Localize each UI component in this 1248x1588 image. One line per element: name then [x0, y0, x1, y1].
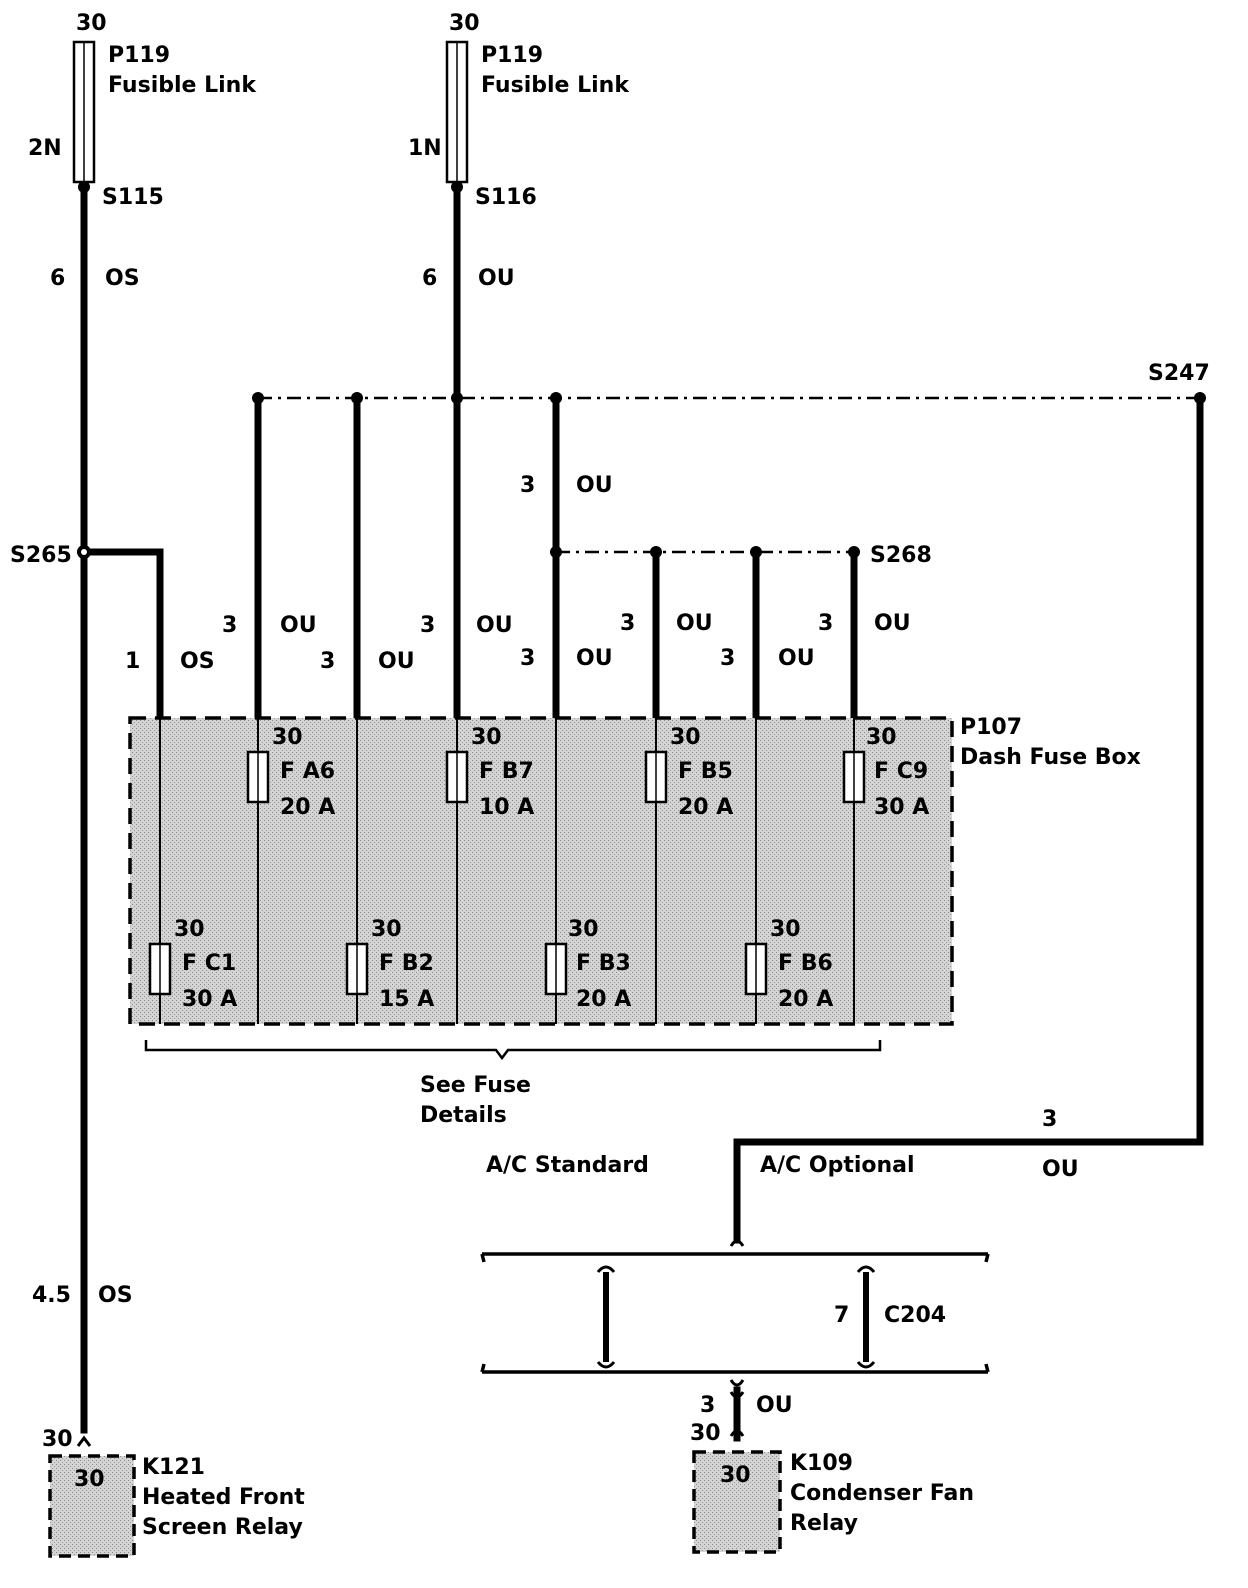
svg-text:F B2: F B2: [379, 951, 434, 976]
svg-text:30: 30: [670, 725, 701, 750]
svg-text:30: 30: [371, 917, 402, 942]
svg-text:F C9: F C9: [874, 759, 928, 784]
svg-text:30: 30: [471, 725, 502, 750]
svg-text:30: 30: [770, 917, 801, 942]
left-link-name: Fusible Link: [108, 73, 257, 98]
k121-voltage: 30: [42, 1427, 73, 1452]
splice-s115: S115: [102, 185, 164, 210]
k109-inner: 30: [720, 1463, 751, 1488]
wire-b6-colour: OU: [778, 646, 815, 671]
k121-wire-colour: OS: [98, 1283, 133, 1308]
k109-line1: Condenser Fan: [790, 1481, 974, 1506]
svg-text:30: 30: [568, 917, 599, 942]
svg-text:F B7: F B7: [479, 759, 534, 784]
wire-a6-colour: OU: [280, 613, 317, 638]
fuse-b6: 30 F B6 20 A: [770, 917, 833, 1012]
splice-s268: S268: [870, 543, 932, 568]
k109-wire-colour: OU: [756, 1393, 793, 1418]
splice-s265: S265: [10, 543, 72, 568]
right-wire-colour: OU: [478, 266, 515, 291]
fuse-b2: 30 F B2 15 A: [371, 917, 434, 1012]
left-link-rating: 2N: [28, 136, 62, 161]
svg-text:F B5: F B5: [678, 759, 733, 784]
see-fuse-line2: Details: [420, 1103, 507, 1128]
right-link-rating: 1N: [408, 136, 442, 161]
ac-wire-colour: OU: [1042, 1157, 1079, 1182]
connector-c204: [480, 1239, 990, 1387]
svg-text:30 A: 30 A: [182, 987, 237, 1012]
wire-s268-size: 3: [520, 473, 535, 498]
right-link-voltage: 30: [449, 11, 480, 36]
svg-text:20 A: 20 A: [576, 987, 631, 1012]
fuse-details-bracket: [144, 1040, 882, 1061]
fuse-b7: 30 F B7 10 A: [471, 725, 534, 820]
see-fuse-line1: See Fuse: [420, 1073, 531, 1098]
svg-text:20 A: 20 A: [778, 987, 833, 1012]
left-link-ref: P119: [108, 43, 170, 68]
splice-s247: S247: [1148, 361, 1210, 386]
relay-k109: [692, 1450, 782, 1554]
wire-b6-size: 3: [720, 646, 735, 671]
ac-standard-label: A/C Standard: [486, 1153, 649, 1178]
k109-line2: Relay: [790, 1511, 858, 1536]
wire-b5-colour: OU: [676, 611, 713, 636]
svg-text:F C1: F C1: [182, 951, 236, 976]
k121-wire-size: 4.5: [32, 1283, 71, 1308]
left-wire-colour: OS: [105, 266, 140, 291]
splice-s116: S116: [475, 185, 537, 210]
svg-text:10 A: 10 A: [479, 795, 534, 820]
connector-c204-pins: [603, 1272, 869, 1362]
wire-a6-size: 3: [222, 613, 237, 638]
right-link-name: Fusible Link: [481, 73, 630, 98]
k109-voltage: 30: [690, 1421, 721, 1446]
fuse-a6: 30 F A6 20 A: [272, 725, 335, 820]
svg-text:F B3: F B3: [576, 951, 631, 976]
left-link-voltage: 30: [76, 11, 107, 36]
wire-b2-colour: OU: [378, 649, 415, 674]
fuse-box-ref: P107: [960, 715, 1022, 740]
svg-text:30 A: 30 A: [874, 795, 929, 820]
svg-text:30: 30: [272, 725, 303, 750]
fuse-b5: 30 F B5 20 A: [670, 725, 733, 820]
svg-text:20 A: 20 A: [280, 795, 335, 820]
connector-ref: C204: [884, 1303, 946, 1328]
right-wire-size: 6: [422, 266, 437, 291]
left-wire-size: 6: [50, 266, 65, 291]
right-link-ref: P119: [481, 43, 543, 68]
svg-text:15 A: 15 A: [379, 987, 434, 1012]
relay-k121: [48, 1454, 136, 1558]
wire-s268-colour: OU: [576, 473, 613, 498]
ac-optional-label: A/C Optional: [760, 1153, 915, 1178]
wire-b7-colour: OU: [476, 613, 513, 638]
wire-b5-size: 3: [620, 611, 635, 636]
wire-c9-colour: OU: [874, 611, 911, 636]
ac-wire-size: 3: [1042, 1107, 1057, 1132]
wire-b3-colour: OU: [576, 646, 613, 671]
svg-text:30: 30: [174, 917, 205, 942]
svg-text:20 A: 20 A: [678, 795, 733, 820]
k109-ref: K109: [790, 1451, 853, 1476]
wire-c1-size: 1: [125, 649, 140, 674]
svg-text:F A6: F A6: [280, 759, 335, 784]
connector-pin: 7: [834, 1303, 849, 1328]
k121-line2: Screen Relay: [142, 1515, 303, 1540]
fuse-b3: 30 F B3 20 A: [568, 917, 631, 1012]
wire-c9-size: 3: [818, 611, 833, 636]
splice-dots: [77, 181, 1206, 559]
wire-c1-colour: OS: [180, 649, 215, 674]
fuse-box-name: Dash Fuse Box: [960, 745, 1141, 770]
wire-b3-size: 3: [520, 646, 535, 671]
k109-wire-size: 3: [700, 1393, 715, 1418]
wire-b7-size: 3: [420, 613, 435, 638]
svg-text:F B6: F B6: [778, 951, 833, 976]
fuse-c1: 30 F C1 30 A: [174, 917, 237, 1012]
k121-inner: 30: [74, 1467, 105, 1492]
svg-text:30: 30: [866, 725, 897, 750]
wire-b2-size: 3: [320, 649, 335, 674]
k121-line1: Heated Front: [142, 1485, 305, 1510]
fuse-c9: 30 F C9 30 A: [866, 725, 929, 820]
k121-ref: K121: [142, 1455, 205, 1480]
